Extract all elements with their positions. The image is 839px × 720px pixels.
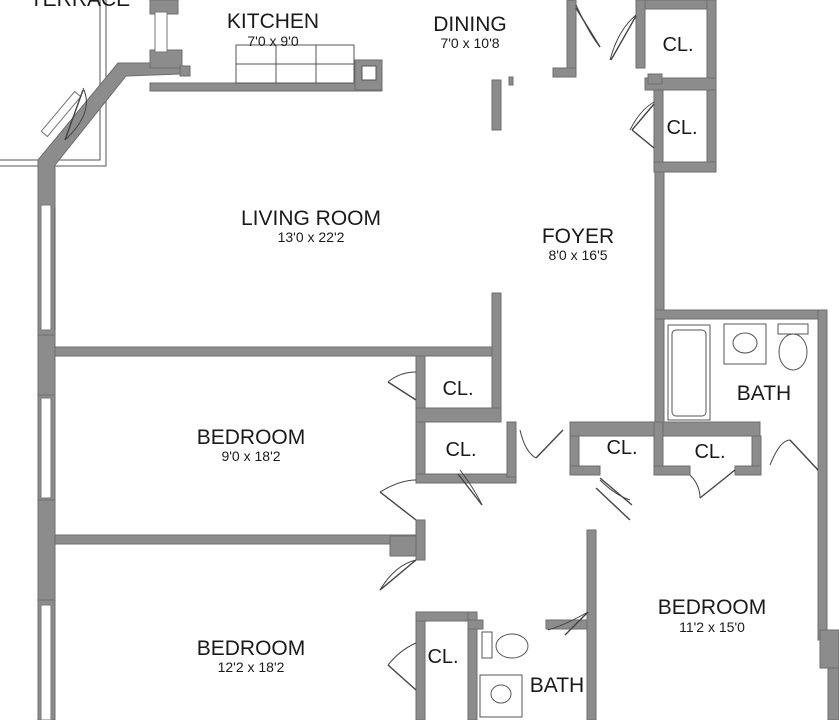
closet-label-top: CL. bbox=[662, 34, 693, 56]
left-windows bbox=[37, 204, 56, 720]
living-room-label: LIVING ROOM bbox=[241, 207, 381, 230]
foyer-dims: 8'0 x 16'5 bbox=[548, 247, 607, 263]
closet-label-hall-a: CL. bbox=[606, 437, 637, 459]
closet-label-bedroom1-b: CL. bbox=[445, 439, 476, 461]
dining-label: DINING bbox=[433, 13, 507, 36]
terrace-door bbox=[40, 87, 87, 141]
bedroom3-dims: 11'2 x 15'0 bbox=[679, 619, 745, 635]
top-closet-doors bbox=[575, 4, 663, 149]
kitchen-counter bbox=[235, 44, 377, 84]
bedroom2-label: BEDROOM bbox=[197, 637, 306, 660]
bedroom2-dims: 12'2 x 18'2 bbox=[218, 659, 285, 675]
bedroom1-label: BEDROOM bbox=[197, 426, 306, 449]
interior-doors bbox=[379, 371, 819, 691]
bath1-fixtures bbox=[667, 323, 809, 421]
kitchen-dims: 7'0 x 9'0 bbox=[247, 33, 298, 49]
bath2-label: BATH bbox=[530, 674, 584, 697]
kitchen-window bbox=[154, 11, 191, 77]
dining-dims: 7'0 x 10'8 bbox=[440, 35, 499, 51]
exterior-walls bbox=[37, 0, 839, 720]
bedroom3-label: BEDROOM bbox=[658, 596, 767, 619]
closet-label-bedroom1-a: CL. bbox=[442, 378, 473, 400]
bath1-label: BATH bbox=[737, 382, 791, 405]
closet-label-hall-b: CL. bbox=[694, 441, 725, 463]
kitchen-label: KITCHEN bbox=[227, 10, 319, 33]
foyer-label: FOYER bbox=[542, 225, 614, 248]
partition-post bbox=[508, 76, 514, 86]
closet-label-bedroom2: CL. bbox=[427, 646, 458, 668]
living-room-dims: 13'0 x 22'2 bbox=[278, 229, 345, 245]
interior-walls bbox=[54, 292, 762, 720]
bedroom1-dims: 9'0 x 18'2 bbox=[221, 448, 280, 464]
closet-label-upper-right: CL. bbox=[666, 117, 697, 139]
closet-labels: CL. CL. CL. CL. CL. CL. CL. bbox=[427, 34, 725, 668]
room-labels: TERRACE KITCHEN 7'0 x 9'0 DINING 7'0 x 1… bbox=[30, 0, 791, 697]
terrace-label: TERRACE bbox=[30, 0, 130, 11]
bath2-fixtures bbox=[479, 631, 529, 718]
partition-stub bbox=[491, 79, 502, 131]
terrace-outline bbox=[0, 0, 107, 167]
